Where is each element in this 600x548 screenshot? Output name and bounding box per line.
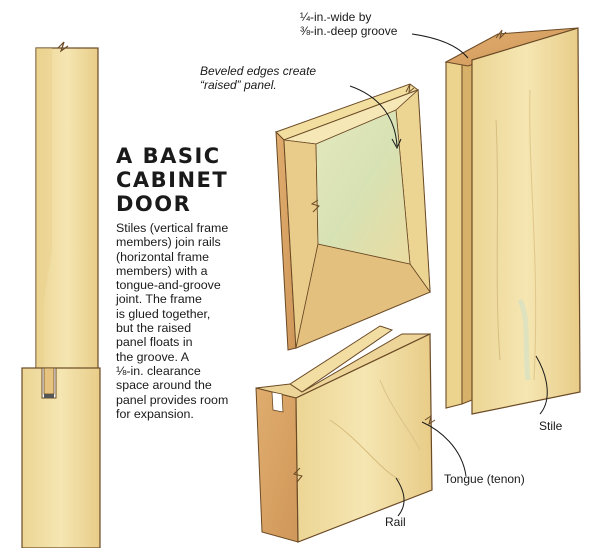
section-break-top bbox=[57, 41, 69, 53]
description-line: but the raised bbox=[116, 321, 192, 336]
leader-bevel bbox=[349, 85, 398, 147]
leader-tongue bbox=[421, 421, 467, 477]
description-line: for expansion. bbox=[116, 406, 194, 421]
stile bbox=[444, 27, 581, 415]
leader-stile bbox=[535, 355, 548, 415]
tongue-label-text: Tongue (tenon) bbox=[444, 472, 525, 486]
tongue-label: Tongue (tenon) bbox=[444, 472, 525, 486]
bevel-label: Beveled edges create “raised” panel. bbox=[200, 64, 316, 92]
description-line: panel provides room bbox=[116, 392, 229, 407]
side-section bbox=[21, 41, 101, 548]
rail-label-text: Rail bbox=[385, 515, 406, 529]
rail bbox=[255, 325, 436, 543]
section-frame bbox=[21, 367, 101, 548]
description-line: Stiles (vertical frame bbox=[116, 221, 229, 235]
leader-rail bbox=[395, 477, 405, 517]
groove-label-line: ¼-in.-wide by bbox=[300, 10, 372, 24]
description-line: space around the bbox=[116, 378, 212, 393]
description-line: members) with a bbox=[116, 263, 208, 278]
section-tongue bbox=[43, 367, 55, 395]
bevel-label-line: Beveled edges create bbox=[200, 64, 317, 78]
rail-label: Rail bbox=[385, 515, 406, 529]
diagram-title: A BASIC CABINET DOOR bbox=[116, 144, 228, 216]
description-line: (horizontal frame bbox=[116, 249, 209, 264]
description-line: ⅛-in. clearance bbox=[116, 363, 201, 378]
title-line: DOOR bbox=[116, 192, 192, 216]
groove-label: ¼-in.-wide by ⅜-in.-deep groove bbox=[300, 10, 397, 38]
groove-label-line: ⅜-in.-deep groove bbox=[300, 24, 398, 38]
leader-bevel-arrow bbox=[391, 138, 402, 150]
description-line: the groove. A bbox=[116, 349, 190, 364]
description-line: joint. The frame bbox=[116, 292, 202, 307]
section-panel-bevel bbox=[36, 48, 52, 388]
stile-groove bbox=[461, 51, 473, 405]
stile-label-text: Stile bbox=[539, 419, 563, 433]
raised-panel bbox=[275, 83, 431, 351]
title-line: A BASIC bbox=[116, 144, 221, 168]
description-line: tongue-and-groove bbox=[116, 278, 221, 293]
stile-label: Stile bbox=[539, 419, 562, 433]
leader-groove bbox=[411, 33, 469, 59]
bevel-label-line: “raised” panel. bbox=[200, 78, 277, 92]
description-line: panel floats in bbox=[116, 335, 193, 350]
title-line: CABINET bbox=[116, 168, 229, 192]
description-line: is glued together, bbox=[116, 306, 211, 321]
section-clearance bbox=[44, 394, 54, 398]
panel-field bbox=[315, 109, 411, 265]
description-line: members) join rails bbox=[116, 235, 221, 250]
diagram-description: Stiles (vertical frame members) join rai… bbox=[116, 221, 266, 421]
